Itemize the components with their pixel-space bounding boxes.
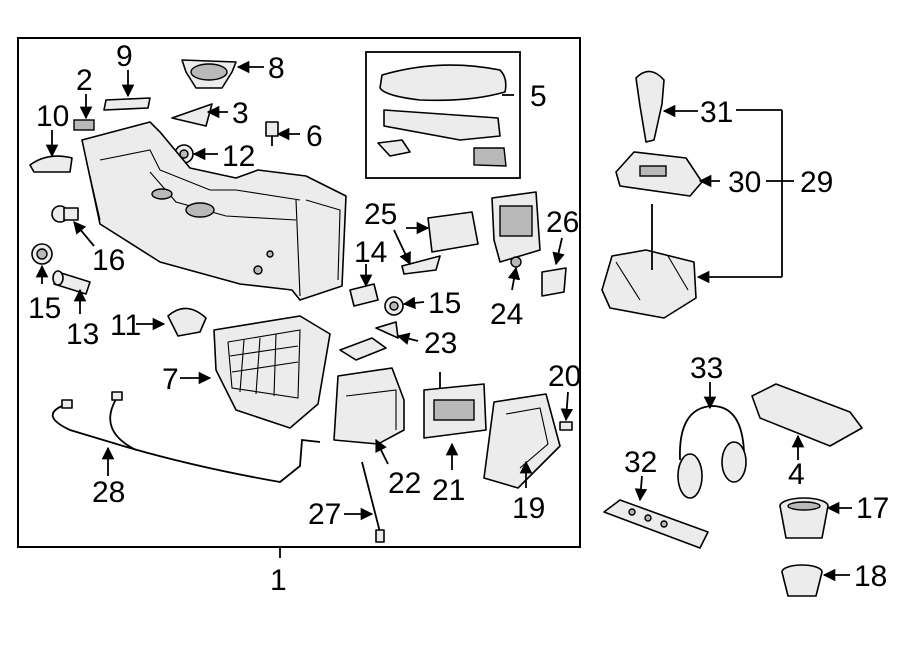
screw-part-20: [559, 421, 573, 431]
remote-part-32: [603, 499, 709, 549]
cylinder-part-14: [349, 283, 379, 307]
callout-3: 3: [232, 97, 249, 130]
callout-10: 10: [36, 100, 69, 133]
callout-labels: 9 2 8 3 10 6 12 5 16 15 13 11 14 15 25 2…: [28, 40, 889, 597]
shifter-assembly-part-29: [601, 204, 697, 319]
callout-23: 23: [424, 327, 457, 360]
display-part-24: [491, 191, 541, 268]
switch-assembly-part-25: [401, 211, 479, 275]
callout-17: 17: [856, 492, 889, 525]
callout-15a: 15: [28, 292, 61, 325]
callout-9: 9: [116, 40, 133, 73]
callout-22: 22: [388, 467, 421, 500]
callout-31: 31: [700, 96, 733, 129]
bracket-part-26: [541, 267, 567, 297]
cup-part-11: [167, 307, 207, 337]
module-part-21: [423, 372, 487, 439]
callout-2: 2: [76, 64, 93, 97]
bracket-part-23: [339, 321, 399, 361]
callout-11: 11: [110, 309, 141, 342]
shift-knob-part-31: [635, 70, 665, 143]
callout-4: 4: [788, 458, 805, 491]
switch-part-10: [29, 155, 73, 173]
armrest-subframe: [365, 51, 521, 179]
console-body-part: [81, 121, 347, 301]
callout-32: 32: [624, 446, 657, 479]
callout-13: 13: [66, 318, 99, 351]
callout-14: 14: [354, 236, 387, 269]
trim-part-3: [171, 103, 213, 127]
callout-28: 28: [92, 476, 125, 509]
callout-26: 26: [546, 206, 579, 239]
callout-8: 8: [268, 52, 285, 85]
knob-part-16: [51, 205, 79, 223]
cup-part-17: [779, 497, 829, 539]
panel-part-19: [483, 393, 561, 489]
rod-part-27: [361, 461, 385, 543]
bracket-part-22: [333, 367, 405, 445]
storage-bin-part-7: [213, 315, 331, 429]
cap-part-15-right: [384, 296, 404, 316]
bolt-part-6: [265, 121, 279, 146]
shift-bezel-part-30: [615, 151, 703, 197]
callout-27: 27: [308, 498, 341, 531]
callout-24: 24: [490, 298, 523, 331]
callout-30: 30: [728, 166, 761, 199]
callout-29: 29: [800, 166, 833, 199]
pad-part-9: [103, 97, 151, 111]
callout-1: 1: [270, 564, 287, 597]
bracket-part-4: [751, 383, 863, 447]
callout-19: 19: [512, 492, 545, 525]
cupholder-insert-part-8: [181, 59, 237, 89]
callout-15b: 15: [428, 287, 461, 320]
callout-6: 6: [306, 120, 323, 153]
socket-part-13: [52, 270, 91, 295]
callout-21: 21: [432, 474, 465, 507]
callout-5: 5: [530, 80, 547, 113]
leader-lines: [35, 60, 852, 582]
armrest-lid-part: [377, 64, 507, 167]
callout-12: 12: [222, 140, 255, 173]
callout-18: 18: [854, 560, 887, 593]
assembly-frame: [17, 37, 581, 548]
cup-part-18: [781, 564, 823, 597]
clip-part-2: [73, 119, 95, 131]
cap-part-15-left: [31, 243, 53, 265]
headphones-part-33: [677, 405, 747, 499]
wire-harness-part-28: [51, 391, 321, 483]
callout-16: 16: [92, 244, 125, 277]
callout-25: 25: [364, 198, 397, 231]
callout-20: 20: [548, 360, 581, 393]
callout-33: 33: [690, 352, 723, 385]
callout-7: 7: [162, 363, 179, 396]
